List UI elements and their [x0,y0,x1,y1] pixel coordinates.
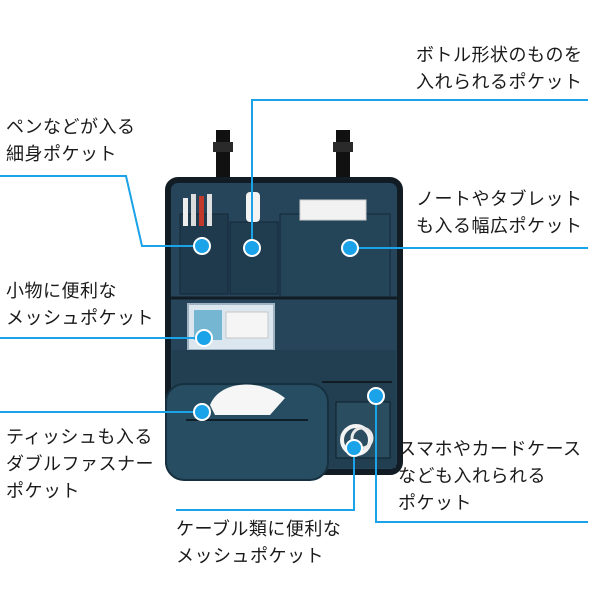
callout-pen-pocket: ペンなどが入る 細身ポケット [6,114,136,168]
callout-text: 入れられるポケット [416,72,583,93]
callout-phone-pocket: スマホやカードケース なども入れられる ポケット [398,436,582,517]
upper-pockets [170,213,398,300]
callout-text: なども入れられる [398,466,546,487]
hanging-straps [213,130,353,182]
tissue-pouch [165,383,329,481]
cable-mesh [335,401,391,459]
callout-bottle-pocket: ボトル形状のものを 入れられるポケット [416,42,583,96]
callout-text: ポケット [398,493,472,514]
notebook [299,199,367,221]
callout-text: ティッシュも入る [6,427,153,448]
callout-text: メッシュポケット [6,308,154,329]
callout-mesh-small-pocket: 小物に便利な メッシュポケット [6,278,154,332]
callout-text: ケーブル類に便利な [176,519,342,540]
pens [183,194,212,226]
callout-text: スマホやカードケース [398,439,582,460]
callout-text: 小物に便利な [6,281,117,302]
callout-dots [193,237,385,457]
callout-text: ボトル形状のものを [416,45,583,66]
callout-text: メッシュポケット [176,546,324,567]
callout-cable-pocket: ケーブル類に便利な メッシュポケット [176,516,341,570]
callout-text: も入る幅広ポケット [416,216,583,237]
callout-wide-pocket: ノートやタブレット も入る幅広ポケット [416,186,583,240]
callout-tissue-pocket: ティッシュも入る ダブルファスナー ポケット [6,424,154,505]
callout-lines [0,99,588,523]
callout-text: ノートやタブレット [416,189,583,210]
callout-text: ダブルファスナー [6,454,154,475]
callout-text: ポケット [6,481,80,502]
callout-text: ペンなどが入る [6,117,136,138]
callout-text: 細身ポケット [6,144,117,165]
